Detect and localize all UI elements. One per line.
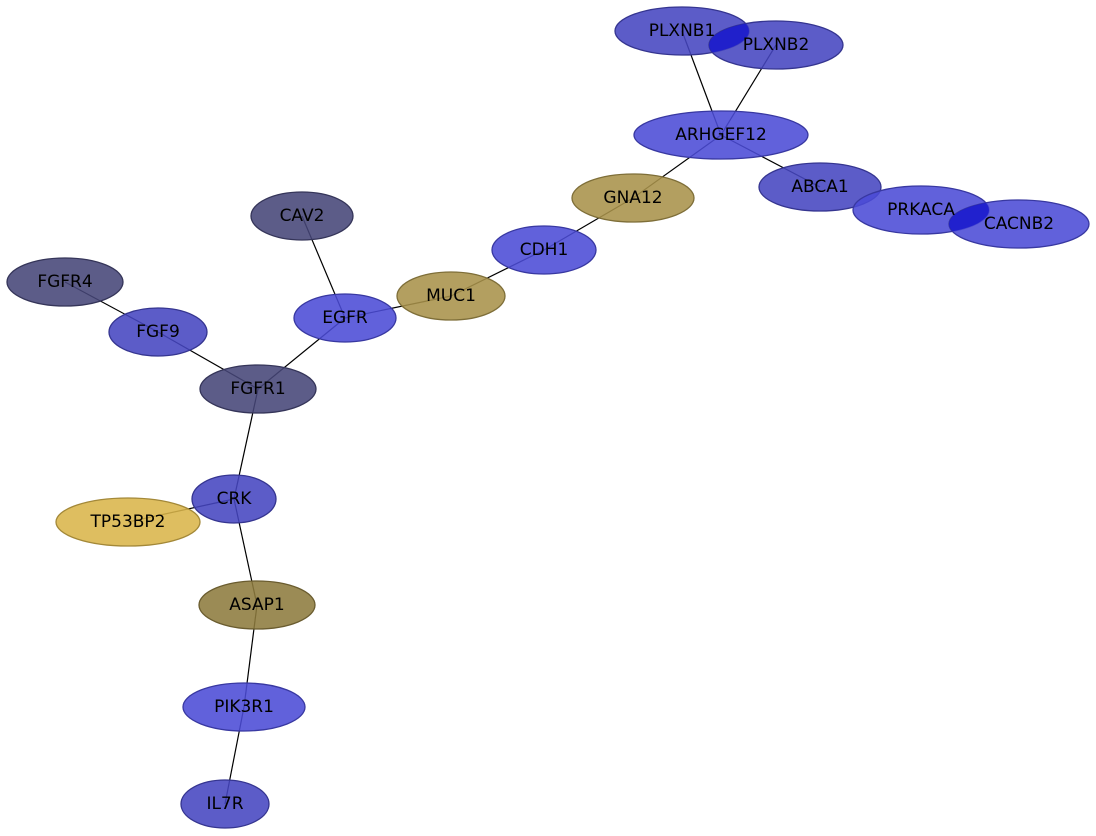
node-asap1[interactable] — [198, 580, 316, 630]
node-label-muc1: MUC1 — [426, 286, 476, 306]
node-ellipse-pik3r1[interactable] — [182, 682, 306, 732]
node-ellipse-fgfr1[interactable] — [199, 364, 317, 414]
node-il7r[interactable] — [180, 779, 270, 829]
node-cdh1[interactable] — [491, 225, 597, 275]
node-ellipse-cav2[interactable] — [250, 191, 354, 241]
node-ellipse-asap1[interactable] — [198, 580, 316, 630]
node-label-plxnb2: PLXNB2 — [743, 35, 810, 55]
node-fgfr1[interactable] — [199, 364, 317, 414]
node-label-crk: CRK — [217, 489, 253, 509]
overlap-layer — [709, 21, 989, 234]
node-gna12[interactable] — [571, 173, 695, 223]
node-label-pik3r1: PIK3R1 — [214, 697, 274, 717]
node-label-cacnb2: CACNB2 — [984, 214, 1054, 234]
overlap-cacnb2 — [949, 200, 989, 234]
node-label-abca1: ABCA1 — [791, 177, 848, 197]
node-muc1[interactable] — [396, 271, 506, 321]
node-label-cav2: CAV2 — [280, 206, 325, 226]
nodes-layer — [6, 6, 1090, 829]
node-label-plxnb1: PLXNB1 — [649, 21, 716, 41]
node-label-cdh1: CDH1 — [520, 240, 569, 260]
node-ellipse-cdh1[interactable] — [491, 225, 597, 275]
node-crk[interactable] — [191, 474, 277, 524]
node-label-prkaca: PRKACA — [887, 200, 955, 220]
node-ellipse-il7r[interactable] — [180, 779, 270, 829]
node-label-fgfr1: FGFR1 — [230, 379, 285, 399]
node-ellipse-fgfr4[interactable] — [6, 257, 124, 307]
node-label-asap1: ASAP1 — [229, 595, 284, 615]
node-tp53bp2[interactable] — [55, 497, 201, 547]
node-label-fgf9: FGF9 — [136, 322, 180, 342]
node-label-gna12: GNA12 — [603, 188, 662, 208]
node-ellipse-abca1[interactable] — [758, 162, 882, 212]
node-ellipse-egfr[interactable] — [293, 293, 397, 343]
node-fgfr4[interactable] — [6, 257, 124, 307]
node-ellipse-arhgef12[interactable] — [633, 110, 809, 160]
node-fgf9[interactable] — [108, 307, 208, 357]
node-pik3r1[interactable] — [182, 682, 306, 732]
node-label-arhgef12: ARHGEF12 — [675, 125, 767, 145]
node-ellipse-tp53bp2[interactable] — [55, 497, 201, 547]
node-label-il7r: IL7R — [206, 794, 243, 814]
node-ellipse-muc1[interactable] — [396, 271, 506, 321]
node-abca1[interactable] — [758, 162, 882, 212]
node-ellipse-fgf9[interactable] — [108, 307, 208, 357]
node-egfr[interactable] — [293, 293, 397, 343]
node-label-fgfr4: FGFR4 — [37, 272, 92, 292]
node-label-tp53bp2: TP53BP2 — [90, 512, 166, 532]
node-label-egfr: EGFR — [322, 308, 368, 328]
overlap-plxnb2 — [709, 21, 749, 55]
node-ellipse-gna12[interactable] — [571, 173, 695, 223]
node-ellipse-crk[interactable] — [191, 474, 277, 524]
node-arhgef12[interactable] — [633, 110, 809, 160]
node-cav2[interactable] — [250, 191, 354, 241]
